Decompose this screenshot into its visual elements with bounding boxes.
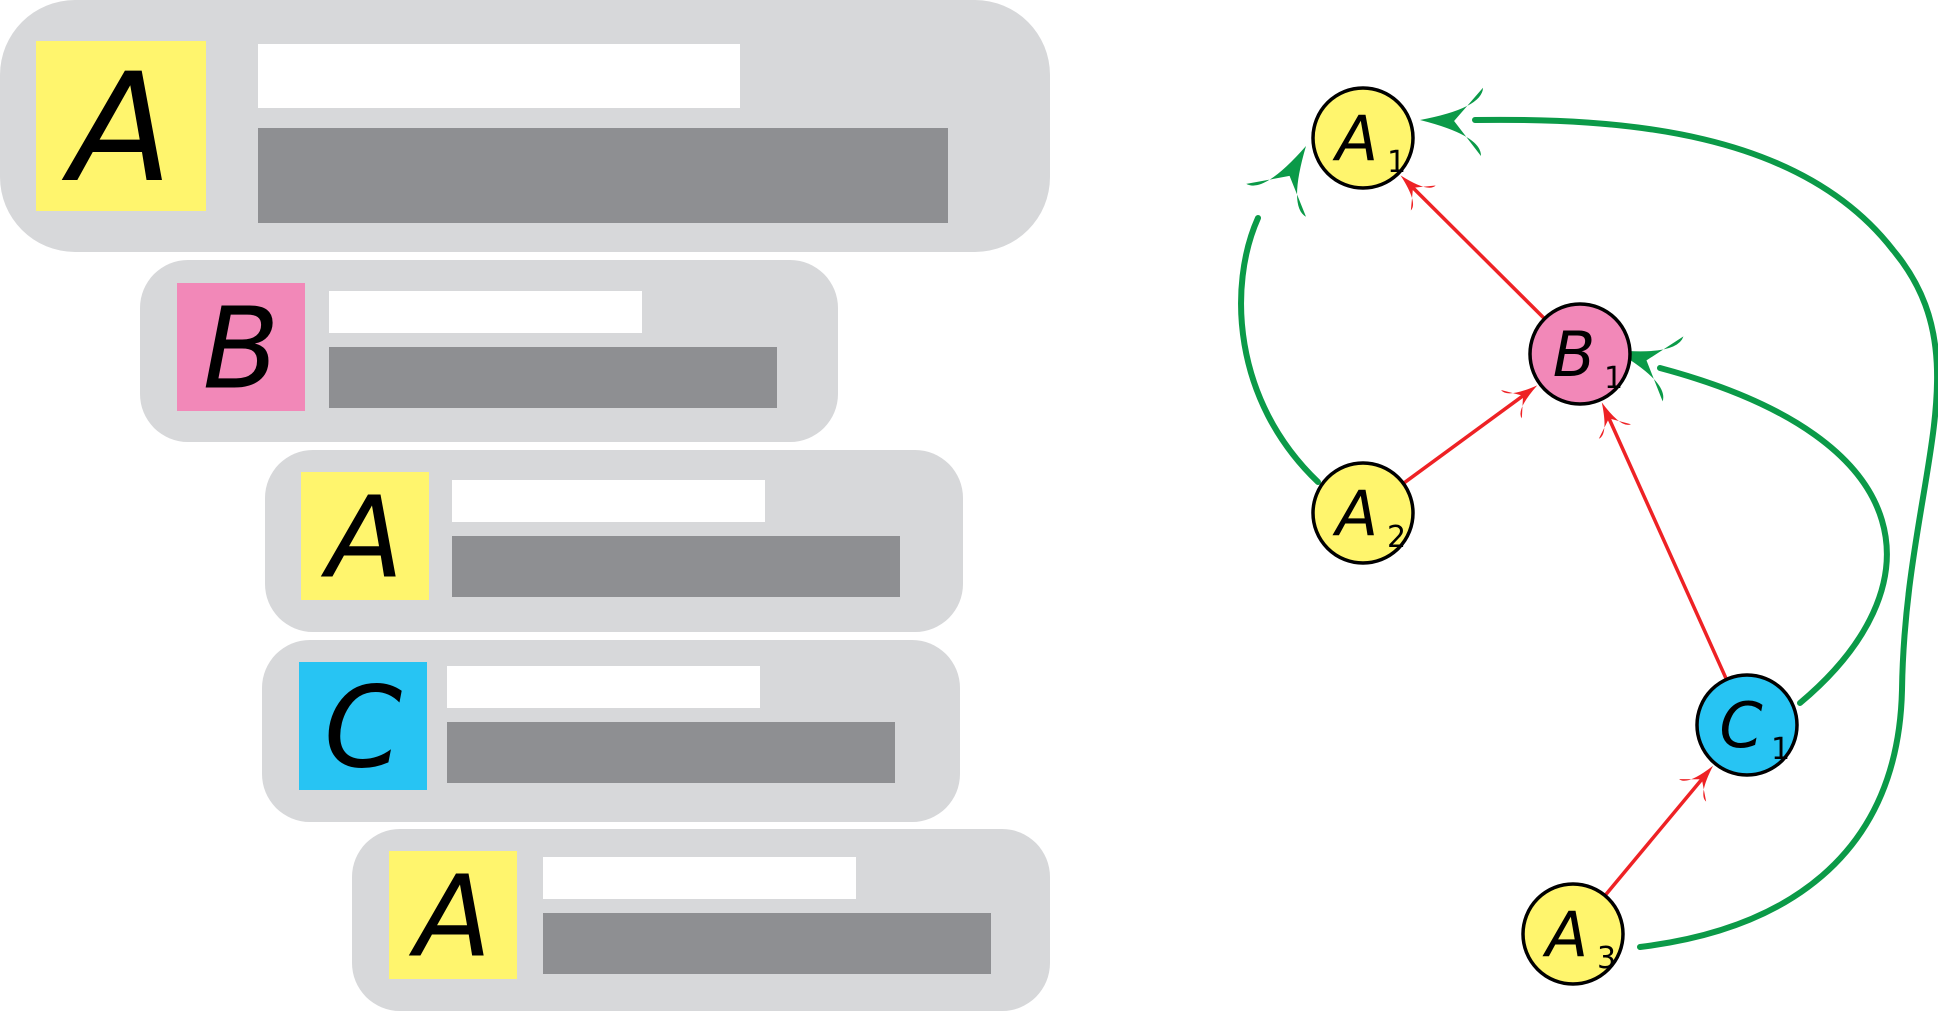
node-subscript: 2 [1387,520,1406,555]
node-circle [1311,86,1415,190]
red-edge [1605,412,1729,681]
card-body-bar [447,722,895,783]
card-letter-tile [301,472,429,600]
node-circle [1695,673,1799,777]
card-title-bar [329,291,642,333]
node-letter: C [1719,689,1763,762]
node-letter: B [1553,318,1596,391]
red-arrowhead [1501,385,1538,419]
green-arrowhead [1420,87,1483,156]
node-subscript: 1 [1387,145,1406,180]
red-edge [1603,773,1707,897]
card-body-bar [329,347,777,408]
card: A [265,450,963,632]
node-subscript: 1 [1604,361,1623,396]
node-subscript: 3 [1597,941,1616,976]
node-letter: A [1542,898,1588,971]
card-letter-tile [177,283,305,411]
red-arrowhead [1598,402,1631,439]
node-circle [1311,461,1415,565]
card: B [140,260,838,442]
card-title-bar [543,857,856,899]
node-circle [1528,302,1632,406]
red-edge [1407,182,1546,320]
node-letter: A [1332,477,1378,550]
green-edge [1238,215,1321,485]
green-edge [1657,365,1890,706]
card: C [262,640,960,822]
card-title-bar [258,44,740,108]
card-letter-tile [299,662,427,790]
card-title-bar [447,666,760,708]
card-letter: A [62,42,173,216]
card: A [352,829,1050,1011]
card-letter: B [203,284,280,414]
node-letter: A [1332,102,1378,175]
card-letter: A [409,852,492,982]
red-edge [1402,391,1529,485]
card: A [0,0,1050,252]
card-letter-tile [389,851,517,979]
node-subscript: 1 [1771,732,1790,767]
card-body-bar [258,128,948,223]
card-letter-tile [36,41,206,211]
card-letter: A [321,473,404,603]
graph-edges [1238,87,1938,950]
green-edge [1472,116,1938,950]
red-arrowhead [1679,765,1714,802]
node-circle [1521,882,1625,986]
red-arrowhead [1400,175,1436,211]
card-letter: C [324,663,402,793]
card-body-bar [452,536,900,597]
card-body-bar [543,913,991,974]
card-title-bar [452,480,765,522]
green-arrowhead [1246,146,1306,217]
